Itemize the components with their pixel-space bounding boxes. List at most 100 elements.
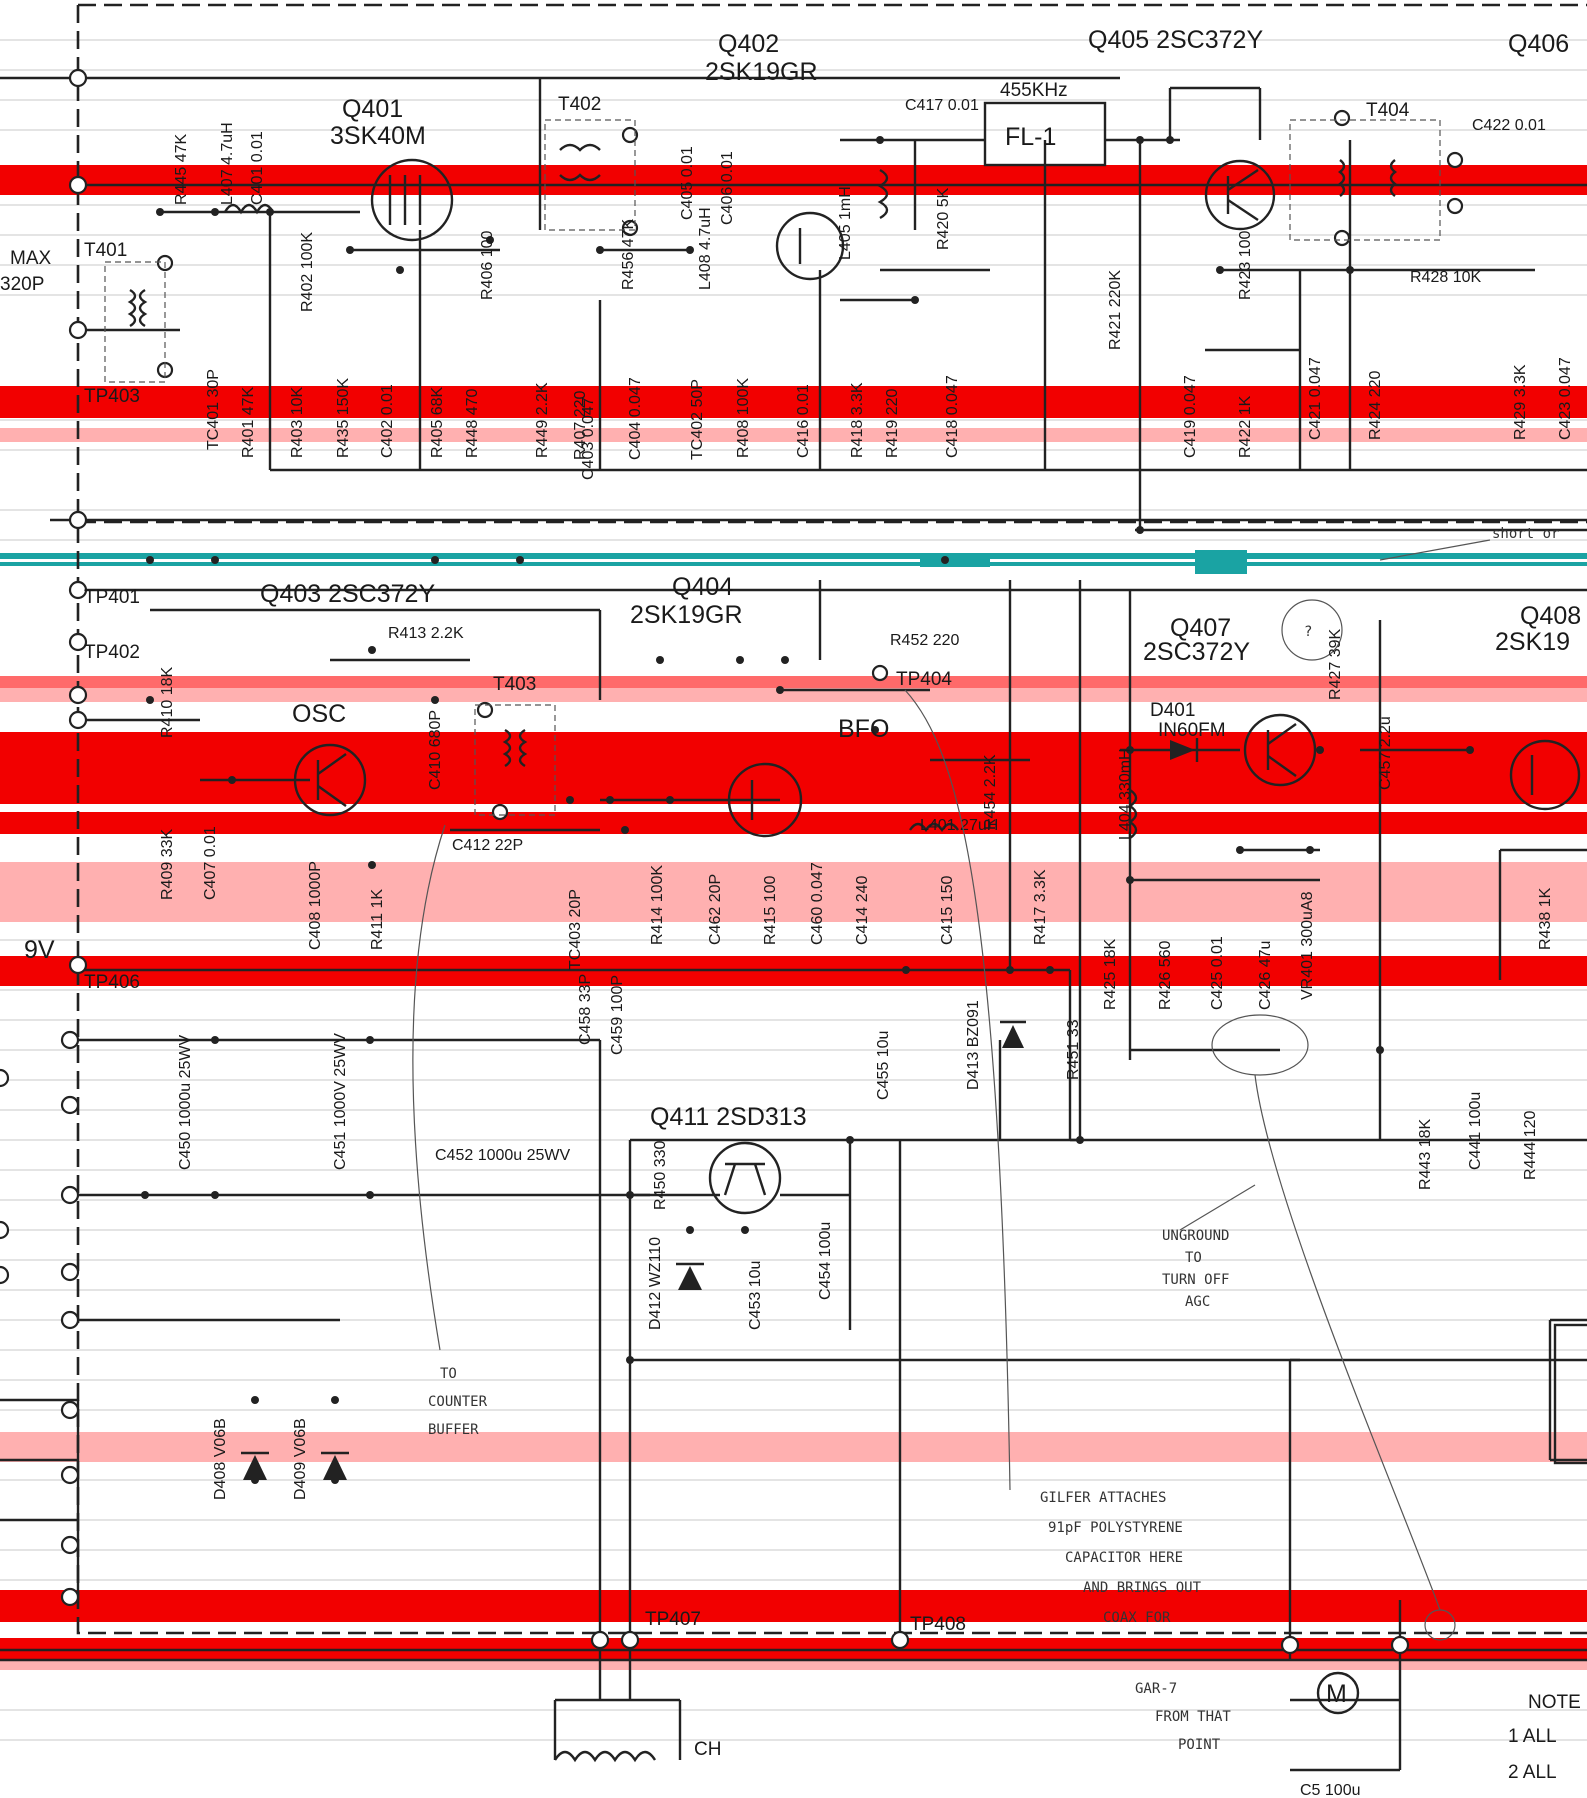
unground-line2: TO [1185, 1250, 1202, 1266]
component-label-r423: R423 100 [1237, 231, 1254, 300]
max-cap-label: 320P [0, 274, 44, 295]
component-label-r418: R418 3.3K [849, 382, 866, 458]
q405-symbol [1204, 159, 1276, 231]
component-label-r414: R414 100K [649, 865, 666, 945]
component-label-c457: C457 2.2u [1377, 716, 1394, 790]
component-label-c455: C455 10u [875, 1031, 892, 1100]
component-label-r454: R454 2.2K [982, 754, 999, 830]
component-label-r451: R451 33 [1065, 1019, 1082, 1080]
component-label-c421: C421 0.047 [1307, 357, 1324, 440]
component-label-tc402: TC402 50P [689, 379, 706, 460]
component-label-c450: C450 1000u 25WV [177, 1034, 194, 1170]
q402-label: Q402 [718, 30, 779, 58]
component-label-r426: R426 560 [1157, 941, 1174, 1010]
component-label-c405: C405 0.01 [679, 146, 696, 220]
t404-transformer [1289, 119, 1441, 241]
component-label-c418: C418 0.047 [944, 375, 961, 458]
component-label-r456: R456 47K [620, 219, 637, 290]
component-label-r410: R410 18K [159, 667, 176, 738]
component-label-r438: R438 1K [1537, 887, 1554, 950]
component-label-c407: C407 0.01 [202, 826, 219, 900]
top-section-terminals [68, 68, 1464, 530]
component-label-d409: D409 V06B [292, 1418, 309, 1500]
component-label-c462: C462 20P [707, 874, 724, 945]
component-label-r413: R413 2.2K [388, 625, 464, 642]
component-label-c415: C415 150 [939, 876, 956, 945]
middle-section-nodes [146, 646, 1474, 1144]
component-label-c458: C458 33P [577, 974, 594, 1045]
component-label-d408: D408 V06B [212, 1418, 229, 1500]
component-label-c410: C410 680P [427, 710, 444, 790]
ch-label: CH [694, 1739, 721, 1760]
component-label-c452: C452 1000u 25WV [435, 1147, 571, 1164]
to-counter-line2: COUNTER [428, 1394, 488, 1410]
q403-symbol [293, 743, 367, 817]
component-label-r419: R419 220 [884, 389, 901, 458]
unground-line1: UNGROUND [1162, 1228, 1229, 1244]
handwritten-lead-lines [412, 539, 1491, 1611]
bottom-diodes [241, 1020, 1026, 1480]
tp407-label: TP407 [645, 1609, 701, 1630]
ch-choke [553, 1750, 657, 1763]
component-label-c423: C423 0.047 [1557, 357, 1574, 440]
to-counter-line3: BUFFER [428, 1422, 479, 1438]
component-label-c426: C426 47u [1257, 941, 1274, 1010]
component-label-r415: R415 100 [762, 876, 779, 945]
component-label-l405: L405 1mH [837, 186, 854, 260]
q407-part-label: 2SC372Y [1143, 638, 1250, 666]
fl1-freq-label: 455KHz [1000, 80, 1068, 101]
q411-label: Q411 2SD313 [650, 1103, 807, 1131]
gilfer-line1: GILFER ATTACHES [1040, 1490, 1166, 1506]
voltage-9v-label: 9V [24, 936, 55, 964]
component-label-l404: L404 330mH [1117, 748, 1134, 840]
board-outline [76, 3, 1587, 1635]
short-or-note: short or [1492, 526, 1559, 542]
component-label-c414: C414 240 [854, 876, 871, 945]
component-label-d412: D412 WZ110 [647, 1237, 664, 1330]
q407-symbol [1243, 713, 1317, 787]
component-label-r402: R402 100K [299, 232, 316, 312]
component-label-l408: L408 4.7uH [697, 207, 714, 290]
component-label-r444: R444 120 [1522, 1111, 1539, 1180]
component-label-r427: R427 39K [1327, 629, 1344, 700]
t403-label: T403 [493, 674, 536, 695]
component-label-r403: R403 10K [289, 387, 306, 458]
top-section-wiring [0, 76, 1587, 532]
q408-label: Q408 [1520, 602, 1581, 630]
component-label-r401: R401 47K [240, 387, 257, 458]
component-label-c5: C5 100u [1300, 1782, 1361, 1798]
component-label-c401: C401 0.01 [249, 131, 266, 205]
component-label-c404: C404 0.047 [627, 377, 644, 460]
tp401-label: TP401 [84, 587, 140, 608]
t401-label: T401 [84, 240, 127, 261]
gar7-line1: GAR-7 [1135, 1681, 1177, 1697]
component-label-c417: C417 0.01 [905, 97, 979, 114]
q404-symbol [727, 762, 803, 838]
t404-label: T404 [1366, 100, 1410, 121]
scan-artifacts [0, 550, 1587, 574]
component-label-r411: R411 1K [369, 889, 386, 950]
l401-coil [909, 822, 959, 833]
l407-coil [223, 203, 275, 215]
component-label-c412: C412 22P [452, 837, 523, 854]
note-title: NOTE [1528, 1692, 1581, 1713]
component-label-r452: R452 220 [890, 632, 959, 649]
d401-label: D401 [1150, 700, 1195, 721]
bfo-label: BFO [838, 715, 889, 743]
q405-label: Q405 2SC372Y [1088, 26, 1263, 54]
component-label-c422: C422 0.01 [1472, 117, 1546, 134]
q408-symbol [1509, 739, 1581, 811]
bottom-component-labels: C450 1000u 25WV C451 1000V 25WV C452 1000u… [177, 1000, 1539, 1798]
gar7-line3: POINT [1178, 1737, 1221, 1753]
tp404-label: TP404 [896, 669, 952, 690]
component-label-c451: C451 1000V 25WV [332, 1033, 349, 1170]
component-label-tc401: TC401 30P [205, 369, 222, 450]
q401-label: Q401 [342, 95, 403, 123]
l405-coil [877, 168, 889, 220]
component-label-r435: R435 150K [335, 378, 352, 458]
component-label-r429: R429 3.3K [1512, 364, 1529, 440]
component-label-c406: C406 0.01 [719, 151, 736, 225]
component-label-r421: R421 220K [1107, 270, 1124, 350]
q404-label: Q404 [672, 573, 733, 601]
